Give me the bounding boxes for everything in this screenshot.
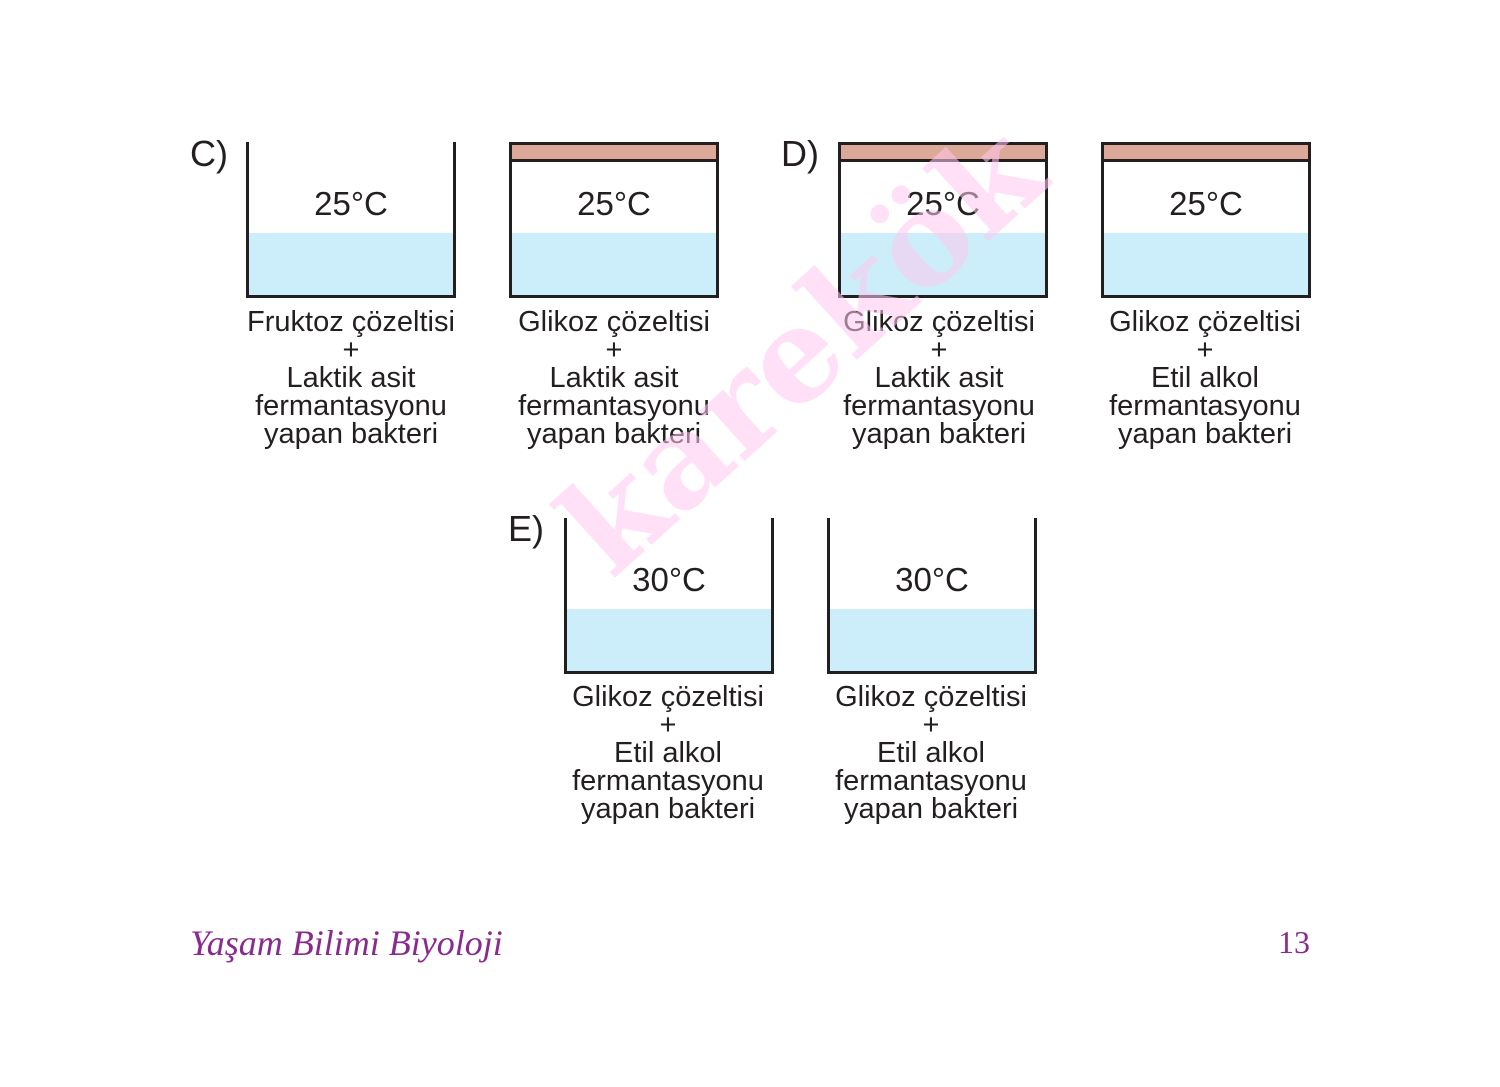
temperature-label: 25°C	[1169, 185, 1243, 222]
beaker-lid	[838, 142, 1048, 162]
solution-liquid	[830, 609, 1034, 671]
solution-liquid	[841, 233, 1045, 295]
option-label-c: C)	[190, 133, 228, 174]
solution-liquid	[512, 233, 716, 295]
beaker-lid	[509, 142, 719, 162]
solution-liquid	[1104, 233, 1308, 295]
page-number: 13	[1278, 924, 1310, 960]
beaker-e2: 30°C	[827, 518, 1037, 674]
beaker-lid	[1101, 142, 1311, 162]
beaker-caption-e1: Glikoz çözeltisi + Etil alkol fermantasy…	[572, 681, 764, 825]
beaker-c2: 25°C	[509, 142, 719, 298]
beaker-caption-c2: Glikoz çözeltisi + Laktik asit fermantas…	[518, 306, 710, 450]
temperature-label: 25°C	[906, 185, 980, 222]
beaker-caption-d1: Glikoz çözeltisi + Laktik asit fermantas…	[843, 306, 1035, 450]
beaker-d1: 25°C	[838, 142, 1048, 298]
solution-liquid	[249, 233, 453, 295]
beaker-c1: 25°C	[246, 142, 456, 298]
beaker-caption-d2: Glikoz çözeltisi + Etil alkol fermantasy…	[1109, 306, 1301, 450]
temperature-label: 25°C	[577, 185, 651, 222]
beaker-d2: 25°C	[1101, 142, 1311, 298]
beaker-caption-c1: Fruktoz çözeltisi + Laktik asit fermanta…	[247, 306, 455, 450]
solution-liquid	[567, 609, 771, 671]
temperature-label: 30°C	[632, 561, 706, 598]
option-label-e: E)	[508, 508, 544, 549]
beaker-e1: 30°C	[564, 518, 774, 674]
beaker-caption-e2: Glikoz çözeltisi + Etil alkol fermantasy…	[835, 681, 1027, 825]
temperature-label: 30°C	[895, 561, 969, 598]
option-label-d: D)	[781, 133, 819, 174]
book-title: Yaşam Bilimi Biyoloji	[190, 923, 503, 963]
temperature-label: 25°C	[314, 185, 388, 222]
